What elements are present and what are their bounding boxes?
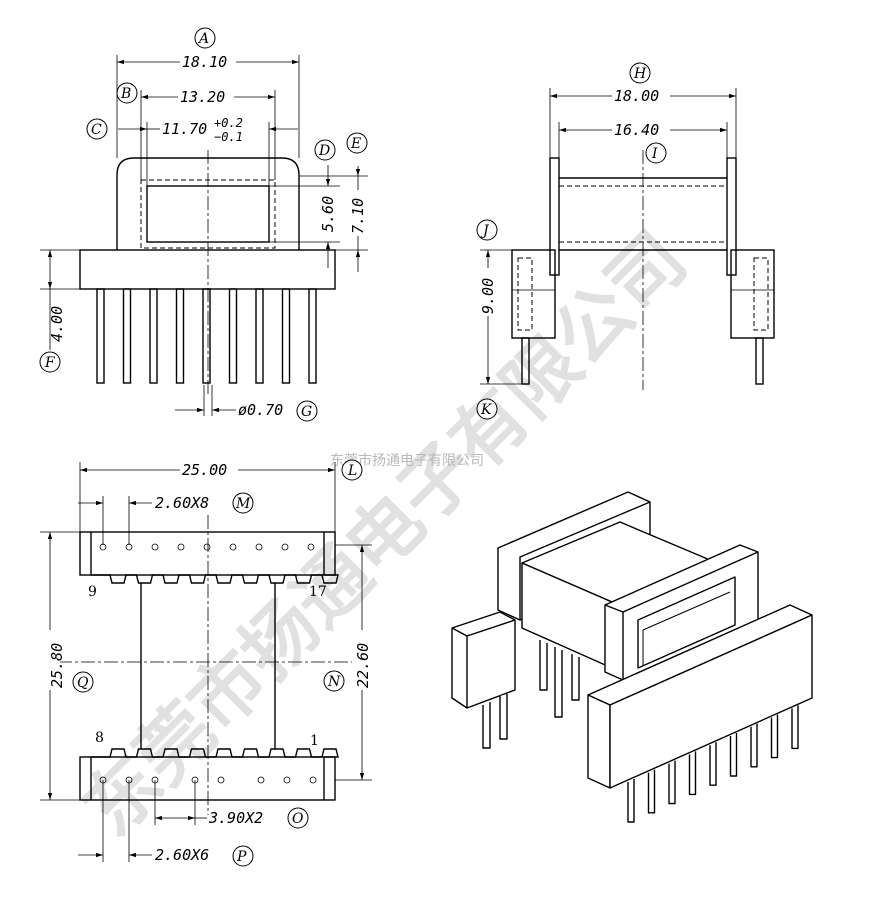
front-view-pins bbox=[96, 288, 317, 384]
iso-pin bbox=[709, 742, 717, 786]
bottom-view: 9 17 8 1 25.00 L 2.60X8 M 25.80 Q 22.60 bbox=[40, 459, 372, 867]
dim-g-value: ø0.70 bbox=[238, 401, 283, 419]
pin-hole bbox=[203, 543, 211, 551]
front-pin bbox=[228, 288, 238, 384]
label-b: B bbox=[120, 86, 131, 102]
label-n: N bbox=[327, 674, 341, 690]
front-pin bbox=[308, 288, 317, 384]
pin-hole bbox=[151, 543, 159, 551]
front-pin bbox=[281, 288, 291, 384]
dim-f-value: 4.00 bbox=[48, 306, 66, 342]
label-f: F bbox=[44, 355, 56, 371]
pin-hole bbox=[217, 776, 225, 784]
iso-pin bbox=[770, 714, 779, 759]
dim-d-value: 5.60 bbox=[319, 196, 337, 232]
label-q: Q bbox=[77, 675, 89, 691]
dim-jk-value: 9.00 bbox=[479, 278, 497, 314]
watermark-small-text: 东莞市扬通电子有限公司 bbox=[330, 452, 484, 469]
front-pin bbox=[96, 288, 105, 384]
label-h: H bbox=[633, 66, 647, 82]
label-j: J bbox=[480, 223, 490, 239]
label-p: P bbox=[236, 849, 247, 865]
label-g: G bbox=[301, 404, 312, 420]
pin-hole bbox=[177, 543, 185, 551]
label-a: A bbox=[197, 31, 209, 47]
front-pin bbox=[149, 288, 158, 384]
isometric-view bbox=[451, 491, 813, 823]
dim-c-tol-plus: +0.2 bbox=[214, 116, 243, 130]
pin-number-1: 1 bbox=[310, 733, 319, 749]
iso-pin bbox=[627, 779, 635, 823]
dim-q-value: 25.80 bbox=[48, 643, 66, 688]
iso-pin bbox=[647, 769, 656, 814]
dim-c-tol-minus: −0.1 bbox=[214, 130, 243, 144]
label-d: D bbox=[318, 143, 330, 159]
iso-front-pins bbox=[627, 705, 799, 823]
iso-pin bbox=[688, 751, 697, 796]
pin-hole bbox=[229, 543, 237, 551]
dim-e-value: 7.10 bbox=[349, 198, 367, 234]
top-pin-holes bbox=[99, 543, 315, 551]
pin-hole bbox=[281, 543, 289, 551]
side-view: 18.00 H 16.40 I 9.00 J K bbox=[476, 62, 775, 420]
dim-a-value: 18.10 bbox=[182, 53, 227, 71]
pin-hole bbox=[309, 776, 317, 784]
label-i: I bbox=[651, 146, 658, 162]
pin-hole bbox=[255, 543, 263, 551]
front-pin bbox=[122, 288, 132, 384]
pin-hole bbox=[307, 543, 315, 551]
label-o: O bbox=[292, 811, 304, 827]
pin-hole bbox=[257, 776, 265, 784]
front-pin bbox=[202, 288, 211, 384]
iso-pin bbox=[668, 760, 676, 805]
dim-p-value: 2.60X6 bbox=[155, 846, 209, 864]
pin-hole bbox=[283, 776, 291, 784]
front-pin bbox=[255, 288, 264, 384]
dim-h-value: 18.00 bbox=[614, 87, 659, 105]
dim-o-value: 3.90X2 bbox=[208, 809, 263, 827]
dim-l-value: 25.00 bbox=[182, 461, 227, 479]
dim-n-value: 22.60 bbox=[354, 643, 372, 688]
front-pin bbox=[175, 288, 185, 384]
dim-i-value: 16.40 bbox=[614, 121, 659, 139]
iso-left-block bbox=[451, 611, 516, 709]
iso-pin bbox=[729, 733, 738, 777]
iso-pin bbox=[791, 705, 799, 750]
label-m: M bbox=[235, 496, 251, 512]
dim-b-value: 13.20 bbox=[180, 88, 225, 106]
dim-m-value: 2.60X8 bbox=[155, 494, 209, 512]
pin-number-9: 9 bbox=[88, 584, 97, 600]
label-k: K bbox=[480, 402, 493, 418]
label-e: E bbox=[350, 136, 361, 152]
dim-c-value: 11.70 bbox=[162, 120, 207, 138]
pin-number-8: 8 bbox=[95, 730, 104, 746]
front-view: 18.10 A 13.20 B 11.70 +0.2 −0.1 C 5.60 D bbox=[39, 27, 368, 422]
label-l: L bbox=[347, 463, 357, 479]
label-c: C bbox=[91, 122, 102, 138]
pin-number-17: 17 bbox=[309, 584, 327, 600]
iso-pin bbox=[750, 723, 758, 768]
